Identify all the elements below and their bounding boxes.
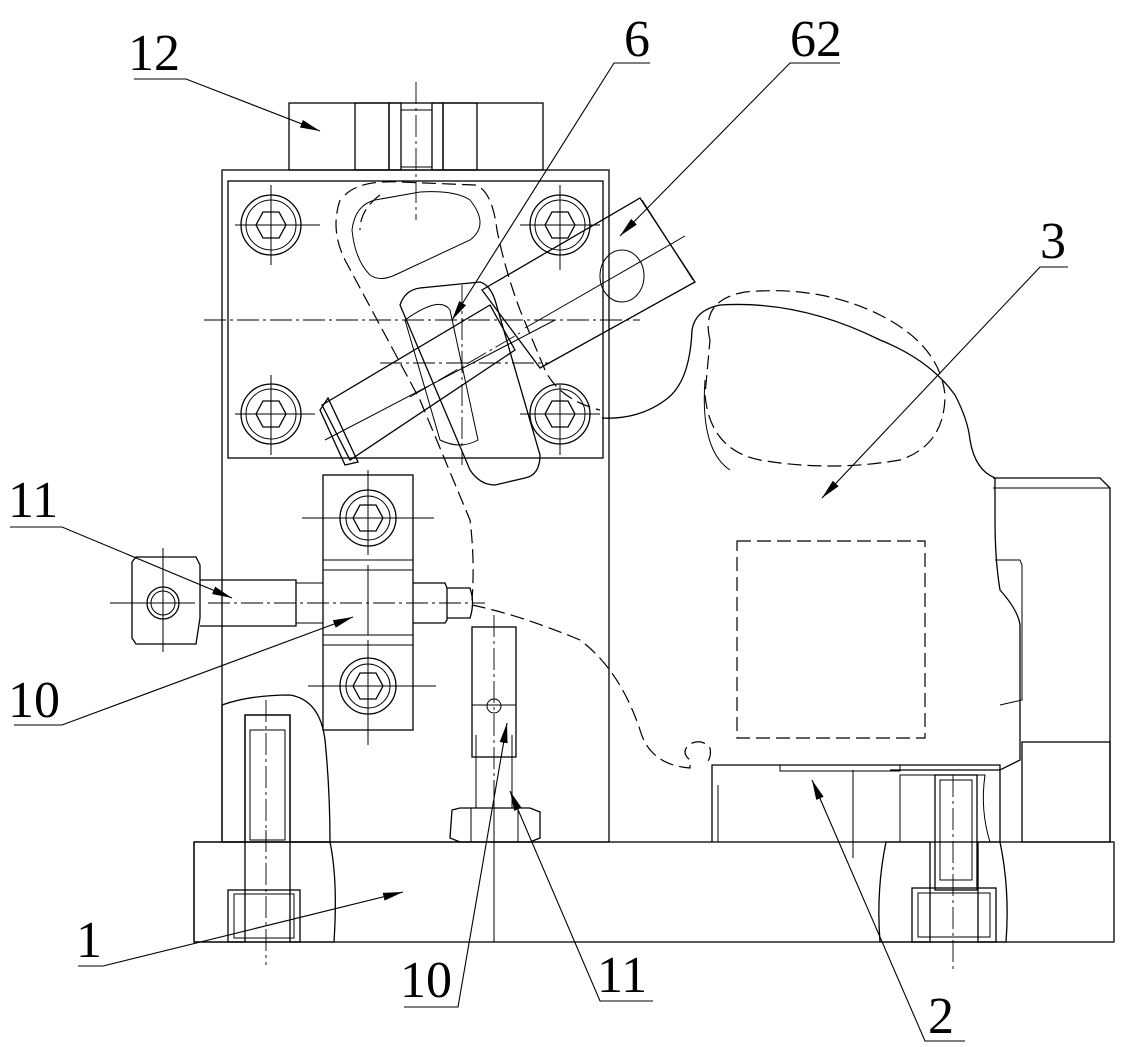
label-part-1: 1	[76, 912, 102, 969]
leader-10-left	[14, 616, 354, 726]
leader-2	[811, 779, 965, 1042]
leader-11-bottom	[509, 790, 653, 1002]
lever-outline	[335, 181, 601, 601]
leader-lines	[10, 62, 1068, 1042]
base-plate	[193, 775, 1115, 970]
label-part-11-left: 11	[8, 472, 58, 529]
swivel-link	[380, 281, 550, 486]
support-block	[221, 169, 610, 843]
socket-screw	[235, 185, 320, 265]
label-part-11-bottom: 11	[597, 947, 647, 1004]
clamp-arm	[319, 304, 556, 466]
workpiece	[471, 290, 1021, 858]
socket-screw	[235, 375, 315, 455]
reference-labels: 12 6 62 3 11 10 1 10 11 2	[8, 11, 1066, 1045]
clamp-plate	[204, 180, 640, 459]
label-part-10-left: 10	[8, 672, 60, 729]
label-part-2: 2	[928, 988, 954, 1045]
socket-screw	[520, 185, 600, 270]
socket-screw	[520, 383, 600, 455]
leader-3	[821, 266, 1068, 499]
right-block	[717, 477, 1111, 891]
label-part-62: 62	[790, 11, 842, 68]
label-part-12: 12	[128, 25, 180, 82]
leader-1	[78, 891, 404, 967]
leader-12	[134, 78, 321, 132]
label-part-6: 6	[624, 11, 650, 68]
clamp-pad	[481, 197, 696, 369]
knurled-contact-area	[599, 249, 645, 303]
side-pin	[110, 548, 485, 652]
label-part-10-bottom: 10	[400, 952, 452, 1009]
top-block	[288, 82, 544, 220]
vertical-support-pin	[449, 615, 541, 843]
side-clamp-block	[302, 470, 436, 745]
leader-11-left	[10, 526, 233, 599]
leader-6	[451, 62, 650, 321]
leader-62	[619, 62, 840, 237]
label-part-3: 3	[1040, 213, 1066, 270]
leader-10-bottom	[404, 722, 508, 1008]
